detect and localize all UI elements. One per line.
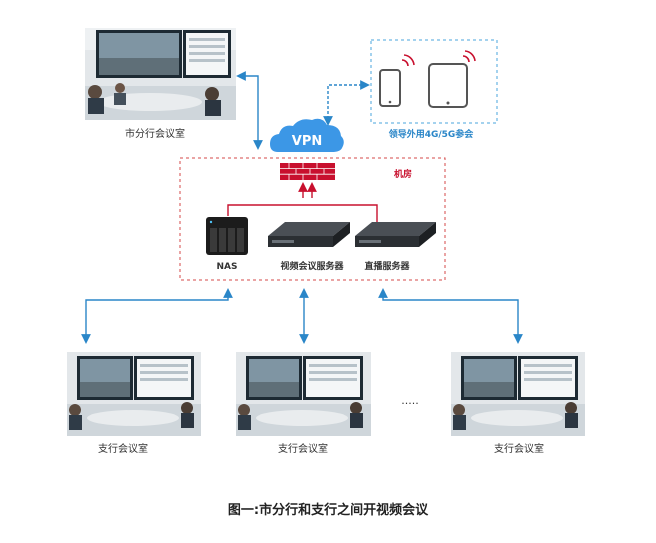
- connection-arrows: [81, 71, 523, 344]
- figure-caption: 图一:市分行和支行之间开视频会议: [228, 502, 429, 518]
- city-room-photo: [85, 28, 236, 120]
- machine-room-label: 机房: [394, 168, 412, 180]
- ellipsis-text: .....: [401, 394, 418, 407]
- video-server-label: 视频会议服务器: [280, 260, 344, 272]
- server-icon: [268, 222, 350, 247]
- signal-icon: [401, 50, 476, 67]
- phone-icon: [379, 69, 401, 107]
- machine-room-box: [179, 157, 446, 281]
- branch-room-photo-2: [236, 352, 371, 436]
- internal-links: [227, 182, 378, 222]
- server-icon: [355, 222, 436, 247]
- city-room-label: 市分行会议室: [125, 127, 185, 140]
- branch-room-photo-3: [451, 352, 585, 436]
- nas-icon: [206, 217, 248, 255]
- branch-room-label-2: 支行会议室: [278, 442, 328, 455]
- vpn-label: VPN: [292, 134, 322, 149]
- live-server-label: 直播服务器: [364, 260, 410, 272]
- branch-room-label-1: 支行会议室: [98, 442, 148, 455]
- mobile-label: 领导外用4G/5G参会: [389, 128, 475, 140]
- nas-label: NAS: [217, 262, 238, 272]
- branch-room-label-3: 支行会议室: [494, 442, 544, 455]
- firewall-icon: [280, 163, 335, 180]
- mobile-devices-box: [370, 39, 498, 124]
- cloud-icon: [270, 118, 344, 152]
- branch-room-photo-1: [67, 352, 201, 436]
- tablet-icon: [428, 63, 468, 108]
